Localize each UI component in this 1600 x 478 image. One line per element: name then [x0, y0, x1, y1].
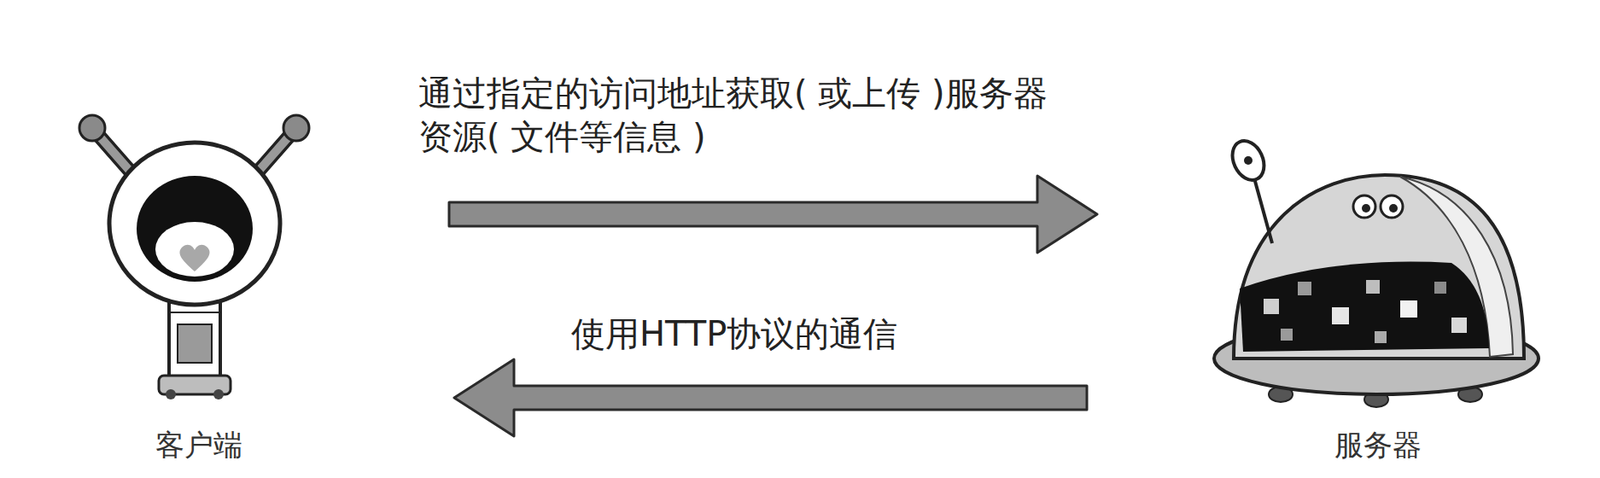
figure-node: 客户端 — [76, 116, 321, 466]
figure-node: 服务器 — [1214, 147, 1542, 466]
arrow-label: 使用HTTP协议的通信 — [571, 312, 898, 357]
figure-label: 客户端 — [155, 426, 243, 464]
server-robot — [1214, 135, 1539, 408]
client-robot — [79, 115, 310, 400]
figure-label: 服务器 — [1334, 426, 1422, 464]
arrow-connector — [449, 175, 1098, 253]
arrow-label: 通过指定的访问地址获取( 或上传 )服务器 资源( 文件等信息 ) — [418, 71, 1068, 159]
arrow-connector — [454, 359, 1087, 437]
